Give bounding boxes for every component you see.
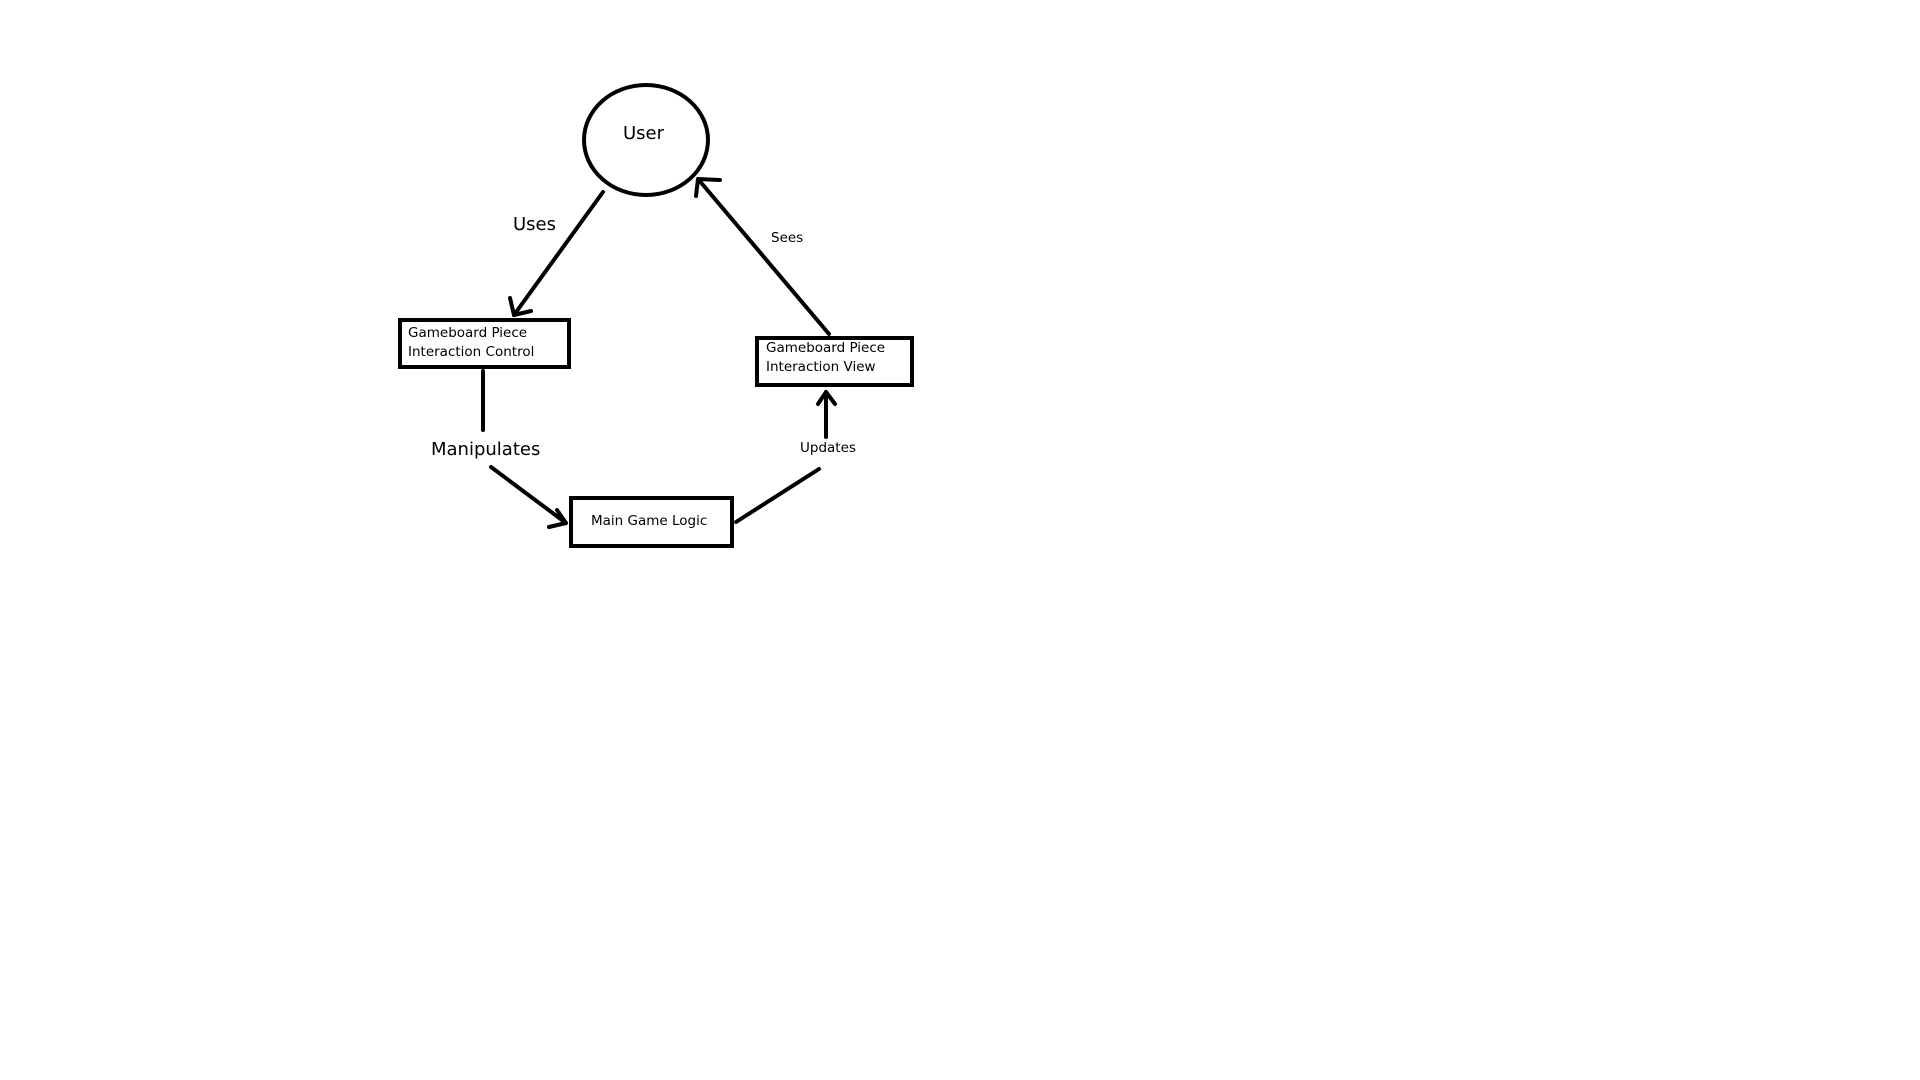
sees-edge-label: Sees xyxy=(771,230,804,246)
main-game-logic-label: Main Game Logic xyxy=(591,513,708,529)
interaction-control-line1: Gameboard Piece xyxy=(408,325,528,341)
interaction-view-box xyxy=(755,336,914,387)
interaction-view-label: Gameboard Piece Interaction View xyxy=(766,339,885,377)
uses-edge-label: Uses xyxy=(513,214,557,235)
user-label: User xyxy=(623,123,665,144)
interaction-view-line2: Interaction View xyxy=(766,359,876,375)
manipulates-edge-label: Manipulates xyxy=(431,439,541,460)
interaction-control-line2: Interaction Control xyxy=(408,344,535,360)
interaction-view-line1: Gameboard Piece xyxy=(766,340,886,356)
main-game-logic-box xyxy=(569,496,734,548)
sees-arrowhead xyxy=(694,177,722,198)
updates-arrowhead xyxy=(816,390,837,406)
sees-connector xyxy=(696,177,831,336)
uses-connector xyxy=(512,190,605,317)
updates-connector-lower xyxy=(734,467,821,524)
updates-edge-label: Updates xyxy=(800,440,856,456)
user-actor-circle xyxy=(582,83,710,197)
interaction-control-label: Gameboard Piece Interaction Control xyxy=(408,324,534,362)
manipulates-arrowhead xyxy=(547,508,568,529)
manipulates-connector-lower xyxy=(489,465,568,525)
interaction-control-box xyxy=(398,318,571,369)
uses-arrowhead xyxy=(508,296,533,317)
